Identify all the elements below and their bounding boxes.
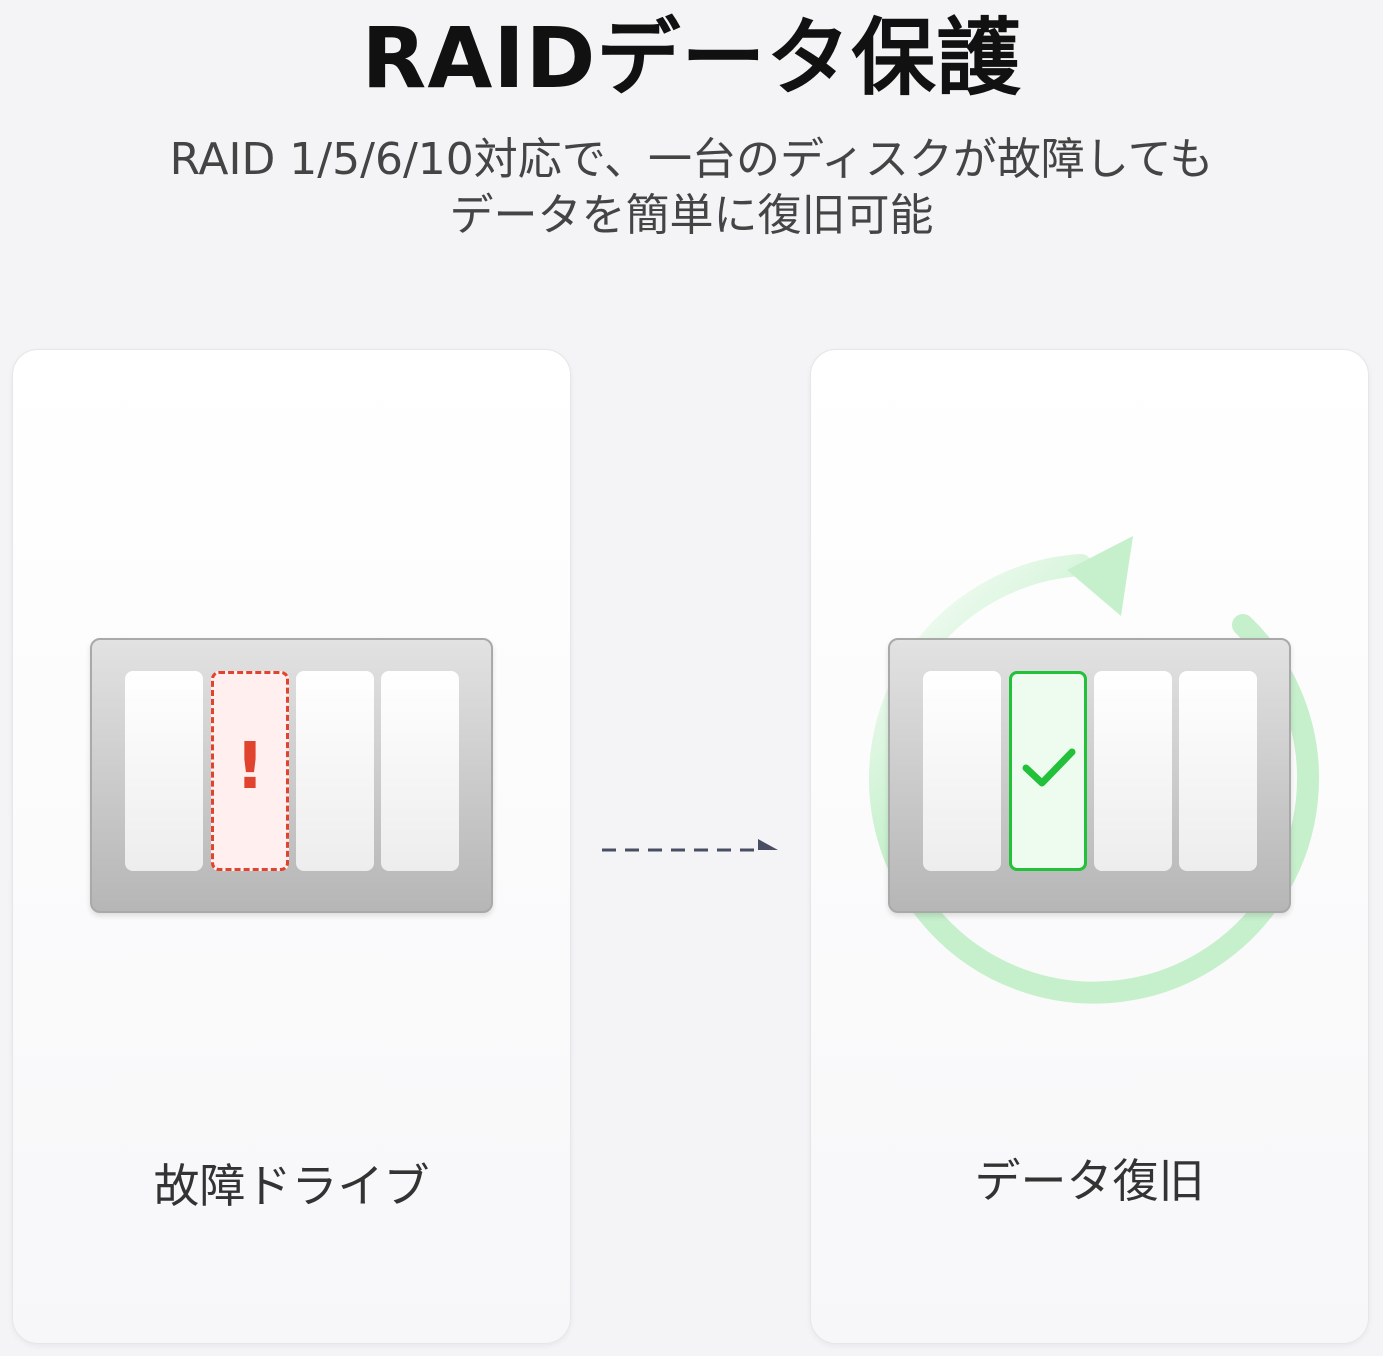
data-recovery-label: データ復旧 <box>974 1154 1205 1208</box>
failed-drive-card: ! 故障ドライブ <box>12 349 571 1344</box>
drive-bay-3 <box>1094 671 1172 871</box>
failed-drive-label: 故障ドライブ <box>153 1159 430 1213</box>
drive-bay-2-recovered <box>1009 671 1087 871</box>
drive-bay-3 <box>296 671 374 871</box>
drive-bay-4 <box>1179 671 1257 871</box>
exclamation-icon: ! <box>235 730 265 804</box>
drive-bay-4 <box>381 671 459 871</box>
drive-bay-2-failed: ! <box>211 671 289 871</box>
checkmark-icon <box>1022 748 1076 787</box>
subtitle-line-2: データを簡単に復旧可能 <box>449 190 934 241</box>
dashed-arrow-icon <box>602 839 778 852</box>
drive-bay-1 <box>923 671 1001 871</box>
drive-bay-1 <box>125 671 203 871</box>
page-title: RAIDデータ保護 <box>361 9 1022 107</box>
subtitle-line-1: RAID 1/5/6/10対応で、一台のディスクが故障しても <box>169 134 1214 185</box>
nas-enclosure: ! <box>90 638 493 913</box>
data-recovery-card: データ復旧 <box>810 349 1369 1344</box>
subtitle: RAID 1/5/6/10対応で、一台のディスクが故障しても データを簡単に復旧… <box>60 132 1323 244</box>
nas-enclosure <box>888 638 1291 913</box>
